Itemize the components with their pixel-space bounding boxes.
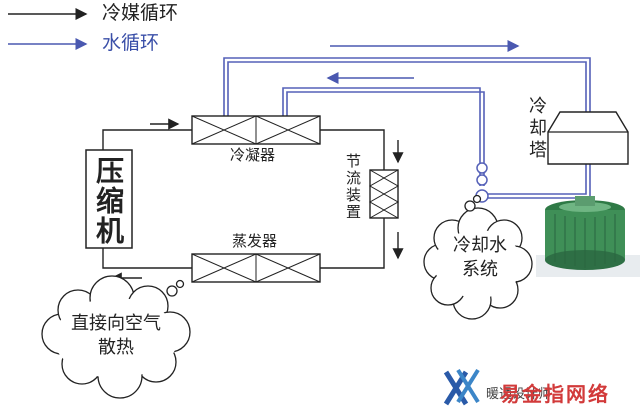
- cooling-water-cloud: [423, 194, 533, 320]
- throttle-label: 节流装置: [344, 153, 362, 221]
- refrigerant-circuit: [102, 129, 385, 269]
- credit-text: 暖通设计师: [486, 387, 552, 402]
- pipe-joint: [476, 162, 488, 174]
- evaporator-box: [191, 253, 321, 283]
- watermark-logo-icon: [443, 368, 480, 406]
- condenser-label: 冷凝器: [230, 146, 276, 164]
- direct-air-text: 直接向空气散热: [71, 313, 161, 359]
- evaporator-label: 蒸发器: [232, 232, 278, 250]
- cooling-tower-schematic: [547, 111, 629, 165]
- compressor-box: [85, 149, 133, 249]
- water-circuit: [223, 57, 591, 199]
- condenser-box: [191, 115, 321, 145]
- legend-refrigerant-label: 冷媒循环: [102, 2, 179, 24]
- watermark-text: 易金指网络: [500, 382, 610, 406]
- pipe-joint: [476, 174, 488, 186]
- legend-water-label: 水循环: [102, 32, 160, 54]
- compressor-label: 压缩机: [92, 156, 125, 246]
- cooling-tower-label: 冷却塔: [526, 96, 547, 162]
- cooling-water-system-text: 冷却水系统: [453, 235, 507, 281]
- direct-air-cloud: [41, 275, 191, 399]
- cooling-tower-photo: [536, 196, 640, 277]
- throttle-device: [368, 169, 400, 219]
